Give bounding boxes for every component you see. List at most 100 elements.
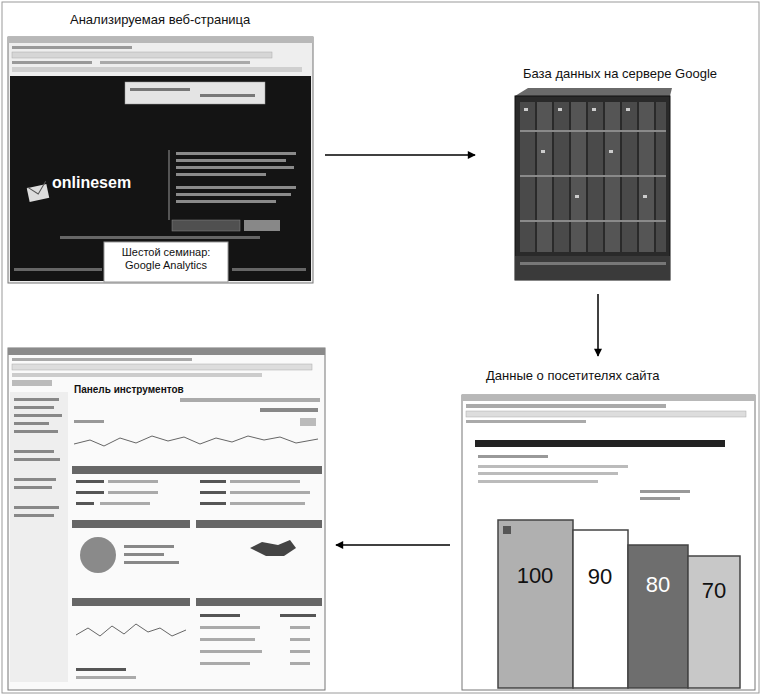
server-rack-part [558,108,562,111]
flow-arrow [597,294,599,356]
logo-text: onlinesem [52,173,131,192]
bar-value: 80 [646,574,670,596]
webpage-screenshot-part [27,184,49,202]
dashboard-screenshot-part [14,458,60,461]
dashboard-screenshot-part [14,414,62,417]
server-rack-part [626,108,630,111]
webpage-screenshot-part [168,150,170,220]
webpage-screenshot-part [27,181,48,196]
dashboard-screenshot-part [200,502,226,505]
dashboard-screenshot-part [108,480,158,483]
dashboard-screenshot-part [76,491,104,494]
dashboard-screenshot-part [12,358,192,361]
server-rack-part [520,220,666,222]
dashboard-screenshot-part [76,676,136,679]
dashboard-screenshot-part [76,624,186,636]
dashboard-screenshot-part [200,638,255,641]
dashboard-screenshot-part [14,406,54,409]
dashboard-screenshot-part [14,398,59,401]
dashboard-screenshot-part [200,480,226,483]
dashboard-screenshot-part [8,348,325,355]
server-rack-part [541,150,545,153]
dashboard-screenshot-part [260,408,318,412]
visitor-data-screenshot-part [478,480,598,483]
dashboard-screenshot-part [76,502,94,505]
webpage-screenshot-part [200,94,255,97]
dashboard-screenshot-part [14,430,58,433]
dashboard-screenshot-part [124,545,174,548]
dashboard-screenshot-part [14,514,54,517]
dashboard-screenshot-part [80,537,116,573]
webpage-screenshot-part [8,37,313,43]
dashboard-screenshot-part [300,418,316,426]
flow-arrow [336,544,450,546]
dashboard-screenshot-part [14,506,59,509]
webpage-screenshot-part [100,61,250,64]
visitor-data-screenshot-part [688,556,740,688]
webpage-screenshot-part [232,268,306,271]
webpage-screenshot-part [130,88,190,91]
dashboard-screenshot-part [14,422,49,425]
visitor-data-screenshot-part [640,497,680,500]
dashboard-screenshot-part [10,392,68,682]
visitor-data-screenshot-part [628,545,688,688]
dashboard-screenshot-part [250,540,296,556]
webpage-screenshot-part [12,67,302,72]
webpage-screenshot-part [125,82,265,104]
visitor-data-screenshot-part [478,465,628,468]
webpage-screenshot-part [12,52,272,58]
dashboard-screenshot-part [12,364,312,370]
webpage-screenshot-part [60,236,260,239]
webpage-screenshot-part [176,186,296,189]
database-node: База данных на сервере Google [485,62,721,284]
caption: Панель инструментов [74,384,184,396]
dashboard-screenshot-part [230,502,305,505]
dashboard-screenshot-part [12,373,262,377]
server-rack [515,88,672,280]
visitor-data-screenshot-part [466,420,586,423]
dashboard-screenshot-part [290,626,310,629]
dashboard-screenshot-part [290,638,310,641]
server-rack-part [609,150,613,153]
dashboard-screenshot-part [14,486,52,489]
dashboard-screenshot-part [100,502,150,505]
visitor-data-screenshot-part [462,395,755,690]
dashboard-screenshot-part [74,420,104,423]
dashboard-screenshot-part [200,614,240,617]
dashboard-screenshot-part [72,466,322,474]
webpage-screenshot-part [12,61,92,64]
webpage-screenshot-part [244,220,280,231]
server-rack-part [520,130,666,132]
webpage-screenshot-part [176,193,291,196]
dashboard-screenshot-part [76,480,104,483]
dashboard-screenshot-part [8,348,325,690]
dashboard-screenshot-part [14,450,54,453]
server-rack-part [592,108,596,111]
dashboard-screenshot-part [200,662,250,665]
popup-text: Шестой семинар: Google Analytics [106,246,226,272]
dashboard-screenshot-part [14,478,56,481]
visitor-data-screenshot-part [462,395,755,401]
webpage-screenshot-part [176,200,276,203]
server-rack-part [515,256,670,280]
caption: Данные о посетителях сайта [486,368,660,384]
dashboard-screenshot-part [108,491,158,494]
server-rack-part [643,195,647,198]
server-rack-part [520,262,666,265]
bar-value: 100 [517,565,554,587]
dashboard-screenshot-part [180,398,320,402]
webpage-screenshot-part [176,159,286,162]
visitor-data-screenshot-part [478,455,548,458]
server-rack-part [524,108,528,111]
dashboard-screenshot-part [74,436,318,446]
webpage-screenshot-part [176,152,296,155]
visitor-data-screenshot [462,395,755,690]
server-rack-part [515,96,670,280]
dashboard-screenshot-part [196,520,322,528]
webpage-screenshot-part [10,76,311,281]
visitor-data-screenshot-part [503,526,511,534]
bar-value: 70 [702,580,726,602]
visitor-data-node: Данные о посетителях сайта [460,366,757,692]
webpage-node: Анализируемая веб-страницаonlinesemШесто… [8,8,315,285]
